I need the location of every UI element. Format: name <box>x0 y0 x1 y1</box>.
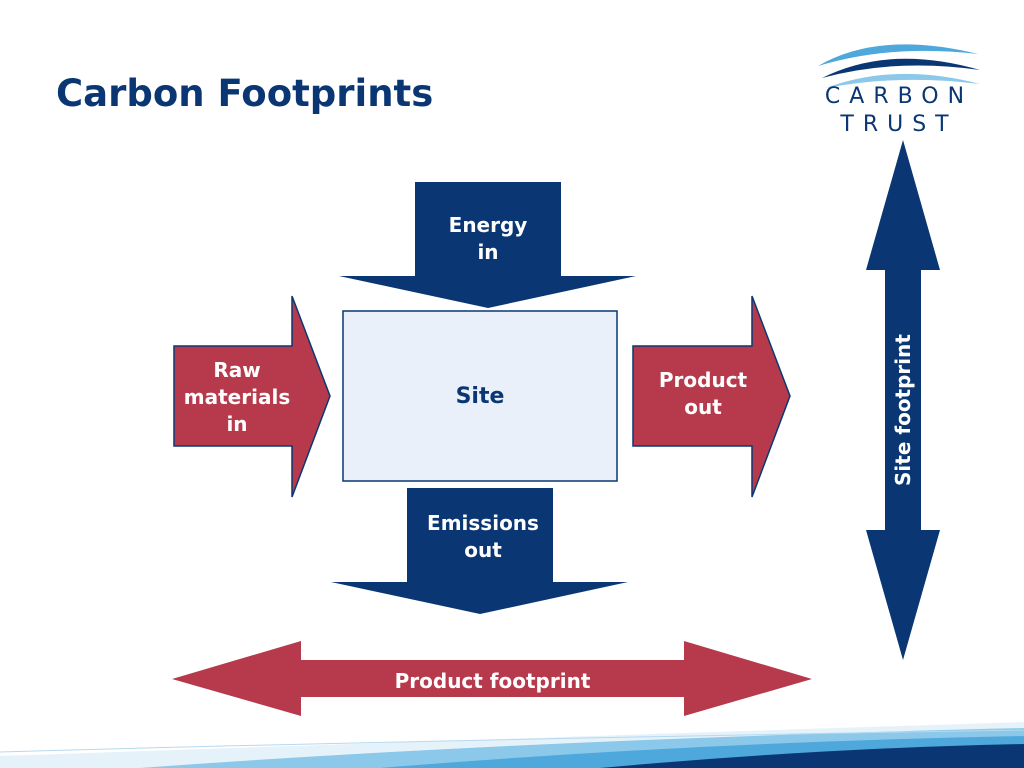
product-footprint-label: Product footprint <box>394 669 591 693</box>
emissions-out-arrow <box>331 488 628 614</box>
emissions-out-line-1: Emissions <box>427 511 539 535</box>
logo-text-carbon: CARBON <box>824 84 974 109</box>
site-box <box>342 310 618 482</box>
raw-materials-line-2: materials <box>183 385 291 409</box>
product-out-line-1: Product <box>658 368 748 392</box>
raw-materials-line-1: Raw <box>213 358 261 382</box>
bottom-wave-decoration <box>0 722 1024 768</box>
site-footprint-label: Site footprint <box>891 334 915 486</box>
product-out-line-2: out <box>684 395 722 419</box>
energy-in-line-1: Energy <box>448 213 528 237</box>
energy-in-line-2: in <box>477 240 499 264</box>
logo-text-trust: TRUST <box>840 112 958 137</box>
emissions-out-label: Emissions out <box>407 510 559 564</box>
product-out-arrow <box>632 295 791 498</box>
energy-in-arrow <box>339 182 636 308</box>
product-footprint-arrow <box>172 641 812 716</box>
raw-materials-in-arrow <box>173 295 331 498</box>
product-out-label: Product out <box>640 367 766 421</box>
site-footprint-arrow <box>866 140 940 660</box>
raw-materials-in-label: Raw materials in <box>174 357 300 438</box>
page-title: Carbon Footprints <box>56 72 434 115</box>
site-label: Site <box>455 383 505 409</box>
energy-in-label: Energy in <box>415 212 561 266</box>
emissions-out-line-2: out <box>464 538 502 562</box>
raw-materials-line-3: in <box>226 412 248 436</box>
carbon-trust-logo-arcs <box>818 44 980 88</box>
